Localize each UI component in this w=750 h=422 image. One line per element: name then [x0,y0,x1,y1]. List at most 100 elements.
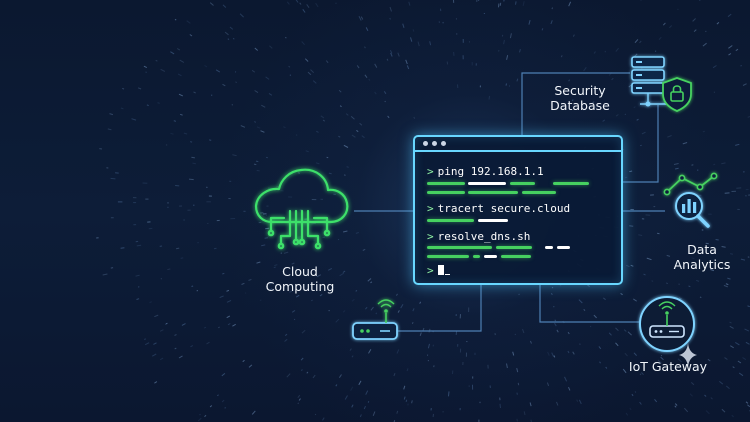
particle [251,410,256,415]
prompt-symbol: > [427,202,434,215]
particle [315,162,320,165]
particle [503,39,505,45]
particle [630,264,634,267]
particle [519,48,521,53]
particle [358,380,362,386]
particle [594,104,599,109]
particle [186,20,191,24]
particle [412,308,415,312]
particle [283,126,286,129]
particle [351,298,355,302]
particle [286,1,290,5]
particle [374,91,377,95]
sparkle-icon [679,343,697,367]
particle [572,34,575,37]
particle [301,329,306,334]
particle [253,163,257,166]
particle [634,39,639,44]
particle [631,393,634,397]
particle [191,156,195,159]
particle [551,286,554,289]
security-database-label: Security Database [550,83,610,113]
particle [256,261,261,264]
particle [256,169,260,172]
particle [316,274,322,278]
particle [311,299,313,302]
particle [699,296,702,299]
particle [448,391,450,397]
particle [232,154,237,157]
particle [516,367,519,373]
particle [591,101,595,105]
particle [389,6,392,12]
particle [389,17,391,20]
particle [674,403,678,406]
particle [232,323,236,327]
particle [227,38,230,40]
particle [159,329,164,332]
particle [626,264,630,268]
particle [625,412,629,416]
particle [310,69,315,74]
particle [295,134,298,136]
particle [188,178,194,181]
particle [351,355,354,358]
particle [705,242,709,245]
particle [255,160,259,163]
particle [675,167,679,170]
particle [599,89,602,92]
particle [325,60,329,64]
particle [180,113,183,116]
particle [268,288,272,291]
particle [224,31,229,36]
particle [222,83,226,87]
particle [716,22,720,25]
particle [735,143,740,146]
particle [350,116,355,120]
particle [351,404,354,408]
particle [269,288,273,291]
particle [160,68,166,72]
particle [725,385,730,389]
particle [572,351,575,355]
particle [583,91,587,95]
particle [375,312,378,315]
particle [522,1,525,7]
particle [742,83,747,86]
particle [335,384,338,387]
particle [604,50,607,53]
particle [254,90,259,94]
particle [624,176,628,179]
particle [666,254,671,257]
particle [345,113,349,116]
particle [165,322,168,325]
particle [634,53,638,57]
particle [248,364,253,368]
particle [370,306,374,311]
particle [396,410,399,414]
particle [721,246,726,248]
particle [356,129,359,133]
particle [349,348,352,351]
particle [427,343,430,349]
particle [190,141,193,143]
particle [144,338,147,340]
output-bar [468,191,518,194]
particle [593,314,597,319]
particle [725,283,729,286]
particle [363,405,366,410]
particle [560,55,563,58]
particle [662,22,666,26]
terminal-line: >tracert secure.cloud [427,203,570,215]
particle [224,407,226,409]
particle [283,251,289,254]
output-bar [553,182,589,185]
particle [413,116,416,119]
particle [183,132,188,135]
particle [365,27,369,32]
particle [268,92,273,96]
particle [368,349,372,354]
particle [412,29,415,32]
particle [747,404,750,408]
particle [176,48,181,51]
